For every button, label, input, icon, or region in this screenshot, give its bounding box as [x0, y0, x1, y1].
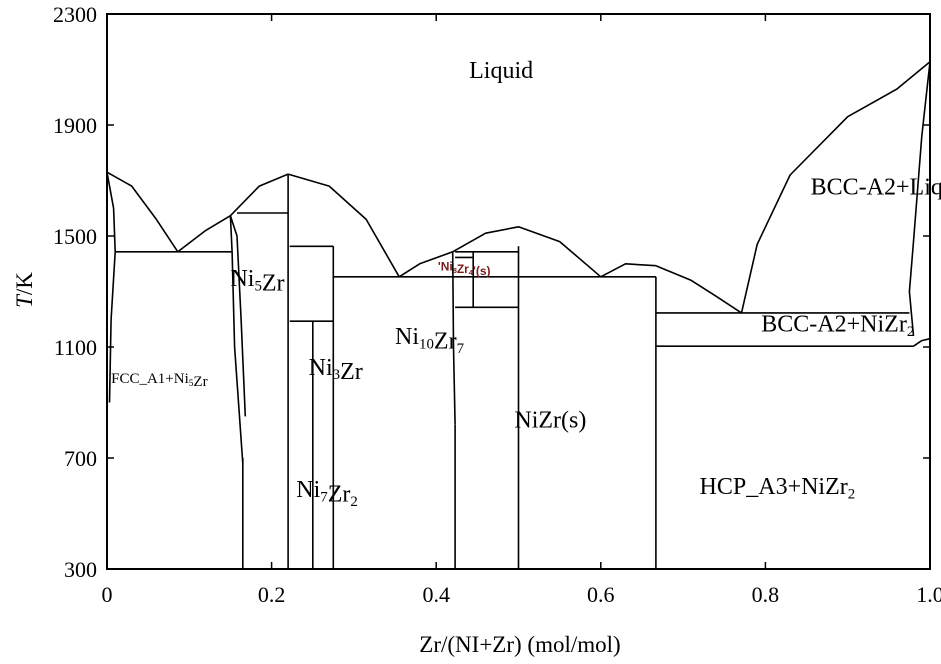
x-tick-label: 1.0 [916, 582, 941, 607]
boundary-liquidus-1 [106, 171, 179, 253]
boundary-liquidus-3 [229, 173, 289, 217]
boundary-ni5zr-boundary-r [229, 215, 247, 417]
y-tick-label: 300 [64, 557, 97, 582]
region-label-nizr-s: NiZr(s) [514, 407, 586, 433]
region-label-liquid: Liquid [469, 58, 533, 84]
x-tick-label: 0.6 [587, 582, 615, 607]
boundary-right-edge-hook [913, 337, 931, 347]
y-tick-label: 700 [64, 446, 97, 471]
x-tick-label: 0.8 [752, 582, 780, 607]
region-label-ni10zr7: Ni10Zr7 [395, 324, 465, 357]
region-label-ni3zr: Ni3Zr [309, 355, 363, 385]
boundary-ni5zr-boundary-l [229, 215, 244, 464]
x-tick-label: 0.2 [258, 582, 286, 607]
boundary-liquidus-4 [287, 173, 400, 278]
region-label-ni7zr2: Ni7Zr2 [296, 477, 358, 510]
boundary-liquidus-2 [177, 215, 231, 253]
region-label-fcc-ni5zr: FCC_A1+Ni5Zr [111, 371, 207, 390]
boundary-liquidus-8 [655, 264, 742, 314]
region-label-hcp-nizr2: HCP_A3+NiZr2 [700, 474, 856, 502]
region-label-bcc-liquid: BCC-A2+Liquid [811, 174, 941, 200]
axis-ticks: 0 0.2 0.4 0.6 0.8 1.0 300 700 1100 1500 1900 2300 [53, 2, 941, 607]
region-label-ni8zr4: 'Ni8Zr4'(s) [438, 260, 491, 278]
y-tick-label: 1500 [53, 224, 97, 249]
boundary-bcc-solvus [908, 61, 931, 336]
boundary-liquidus-7 [600, 262, 656, 278]
x-tick-label: 0 [102, 582, 113, 607]
y-tick-label: 1100 [54, 335, 97, 360]
boundary-liquidus-6 [452, 226, 602, 278]
y-tick-label: 1900 [53, 113, 97, 138]
region-label-bcc-nizr2: BCC-A2+NiZr2 [761, 312, 914, 340]
phase-boundary-lines [106, 61, 931, 569]
boundary-liquidus-5 [398, 251, 453, 278]
region-label-ni5zr: Ni5Zr [230, 266, 284, 296]
y-tick-label: 2300 [53, 2, 97, 27]
boundary-liquidus-9 [740, 61, 931, 314]
x-tick-label: 0.4 [422, 582, 450, 607]
y-axis-title: T/K [12, 272, 37, 308]
x-axis-title: Zr/(NI+Zr) (mol/mol) [419, 632, 620, 657]
boundary-ni10zr7-boundary [451, 251, 456, 425]
